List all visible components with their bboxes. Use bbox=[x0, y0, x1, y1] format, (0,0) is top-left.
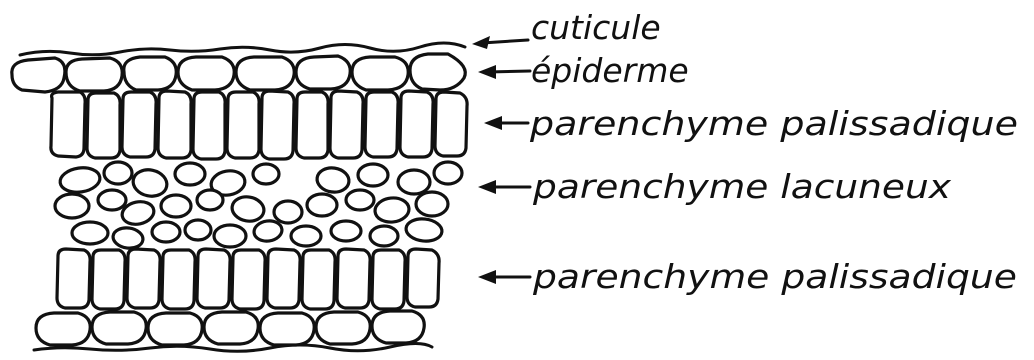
spongy-cell bbox=[416, 192, 448, 216]
spongy-cell bbox=[434, 162, 462, 184]
palisade-cell bbox=[162, 250, 195, 309]
spongy-cell bbox=[253, 164, 279, 184]
spongy-cell bbox=[55, 194, 89, 218]
palisade-cell bbox=[407, 249, 439, 307]
label-palisade-top: parenchyme palissadique bbox=[529, 104, 1018, 143]
palisade-cell bbox=[127, 249, 160, 308]
palisade-cell bbox=[232, 250, 265, 309]
palisade-cell bbox=[261, 91, 294, 159]
epidermis-cell bbox=[372, 311, 424, 343]
palisade-cell bbox=[372, 250, 405, 309]
label-spongy: parenchyme lacuneux bbox=[532, 167, 952, 206]
spongy-cell bbox=[72, 222, 108, 244]
palisade-bottom-arrowhead bbox=[478, 270, 496, 284]
spongy-cell bbox=[331, 221, 361, 241]
label-cuticle: cuticule bbox=[531, 8, 661, 47]
palisade-cell bbox=[227, 92, 259, 158]
palisade-cell bbox=[158, 91, 191, 158]
palisade-cell bbox=[330, 91, 363, 158]
spongy-cell bbox=[307, 194, 337, 216]
spongy-mesophyll-layer bbox=[55, 162, 462, 250]
label-epidermis: épiderme bbox=[531, 51, 689, 90]
lower-palisade-layer bbox=[57, 249, 439, 309]
epidermis-cell bbox=[260, 313, 314, 345]
spongy-cell bbox=[230, 194, 266, 223]
palisade-cell bbox=[435, 92, 467, 156]
epidermis-cell bbox=[316, 312, 370, 344]
cuticle-line bbox=[20, 43, 465, 55]
leaf-section bbox=[12, 43, 467, 351]
upper-epidermis bbox=[12, 54, 465, 92]
palisade-cell bbox=[296, 92, 328, 158]
epidermis-cell bbox=[236, 57, 294, 90]
spongy-cell bbox=[358, 164, 388, 186]
spongy-cell bbox=[98, 190, 126, 210]
epidermis-cell bbox=[178, 57, 234, 90]
epidermis-cell bbox=[352, 57, 408, 90]
spongy-cell bbox=[291, 226, 321, 246]
palisade-cell bbox=[302, 250, 335, 309]
spongy-cell bbox=[253, 219, 284, 243]
labels: cuticule épiderme parenchyme palissadiqu… bbox=[529, 8, 1018, 296]
epidermis-arrowhead bbox=[478, 65, 496, 79]
spongy-cell bbox=[398, 170, 430, 194]
spongy-cell bbox=[59, 165, 102, 194]
spongy-cell bbox=[104, 162, 132, 184]
palisade-cell bbox=[92, 250, 125, 309]
palisade-cell bbox=[400, 91, 433, 157]
palisade-cell bbox=[365, 92, 398, 157]
palisade-cell bbox=[87, 93, 120, 158]
lower-epidermis bbox=[36, 311, 424, 345]
spongy-cell bbox=[112, 226, 144, 250]
palisade-cell bbox=[197, 249, 230, 308]
epidermis-cell bbox=[66, 58, 122, 91]
palisade-cell bbox=[51, 92, 85, 157]
spongy-cell bbox=[315, 166, 350, 194]
spongy-cell bbox=[405, 217, 443, 243]
epidermis-cell bbox=[92, 312, 146, 344]
epidermis-cell bbox=[36, 313, 90, 345]
palisade-cell bbox=[57, 249, 90, 308]
epidermis-cell bbox=[12, 58, 65, 92]
palisade-cell bbox=[337, 249, 370, 308]
upper-palisade-layer bbox=[51, 91, 467, 159]
spongy-cell bbox=[197, 190, 223, 210]
spongy-cell bbox=[214, 225, 246, 247]
epidermis-cell bbox=[204, 312, 258, 344]
spongy-cell bbox=[152, 222, 180, 242]
spongy-cell bbox=[374, 196, 410, 223]
palisade-cell bbox=[122, 92, 156, 157]
spongy-cell bbox=[274, 201, 302, 223]
spongy-cell bbox=[185, 220, 211, 240]
spongy-cell bbox=[131, 167, 170, 200]
spongy-cell bbox=[346, 190, 374, 210]
spongy-cell bbox=[175, 163, 205, 185]
epidermis-cell bbox=[124, 57, 176, 90]
spongy-cell bbox=[161, 195, 191, 217]
palisade-cell bbox=[267, 249, 300, 308]
palisade-top-arrowhead bbox=[484, 116, 502, 130]
palisade-cell bbox=[193, 92, 225, 159]
label-arrows bbox=[472, 36, 530, 284]
epidermis-cell bbox=[410, 54, 465, 90]
label-palisade-bottom: parenchyme palissadique bbox=[532, 257, 1017, 296]
epidermis-cell bbox=[148, 313, 202, 345]
cuticle-arrowhead bbox=[472, 36, 490, 49]
epidermis-cell bbox=[296, 56, 350, 89]
spongy-cell bbox=[370, 226, 398, 246]
spongy-arrowhead bbox=[478, 180, 496, 194]
